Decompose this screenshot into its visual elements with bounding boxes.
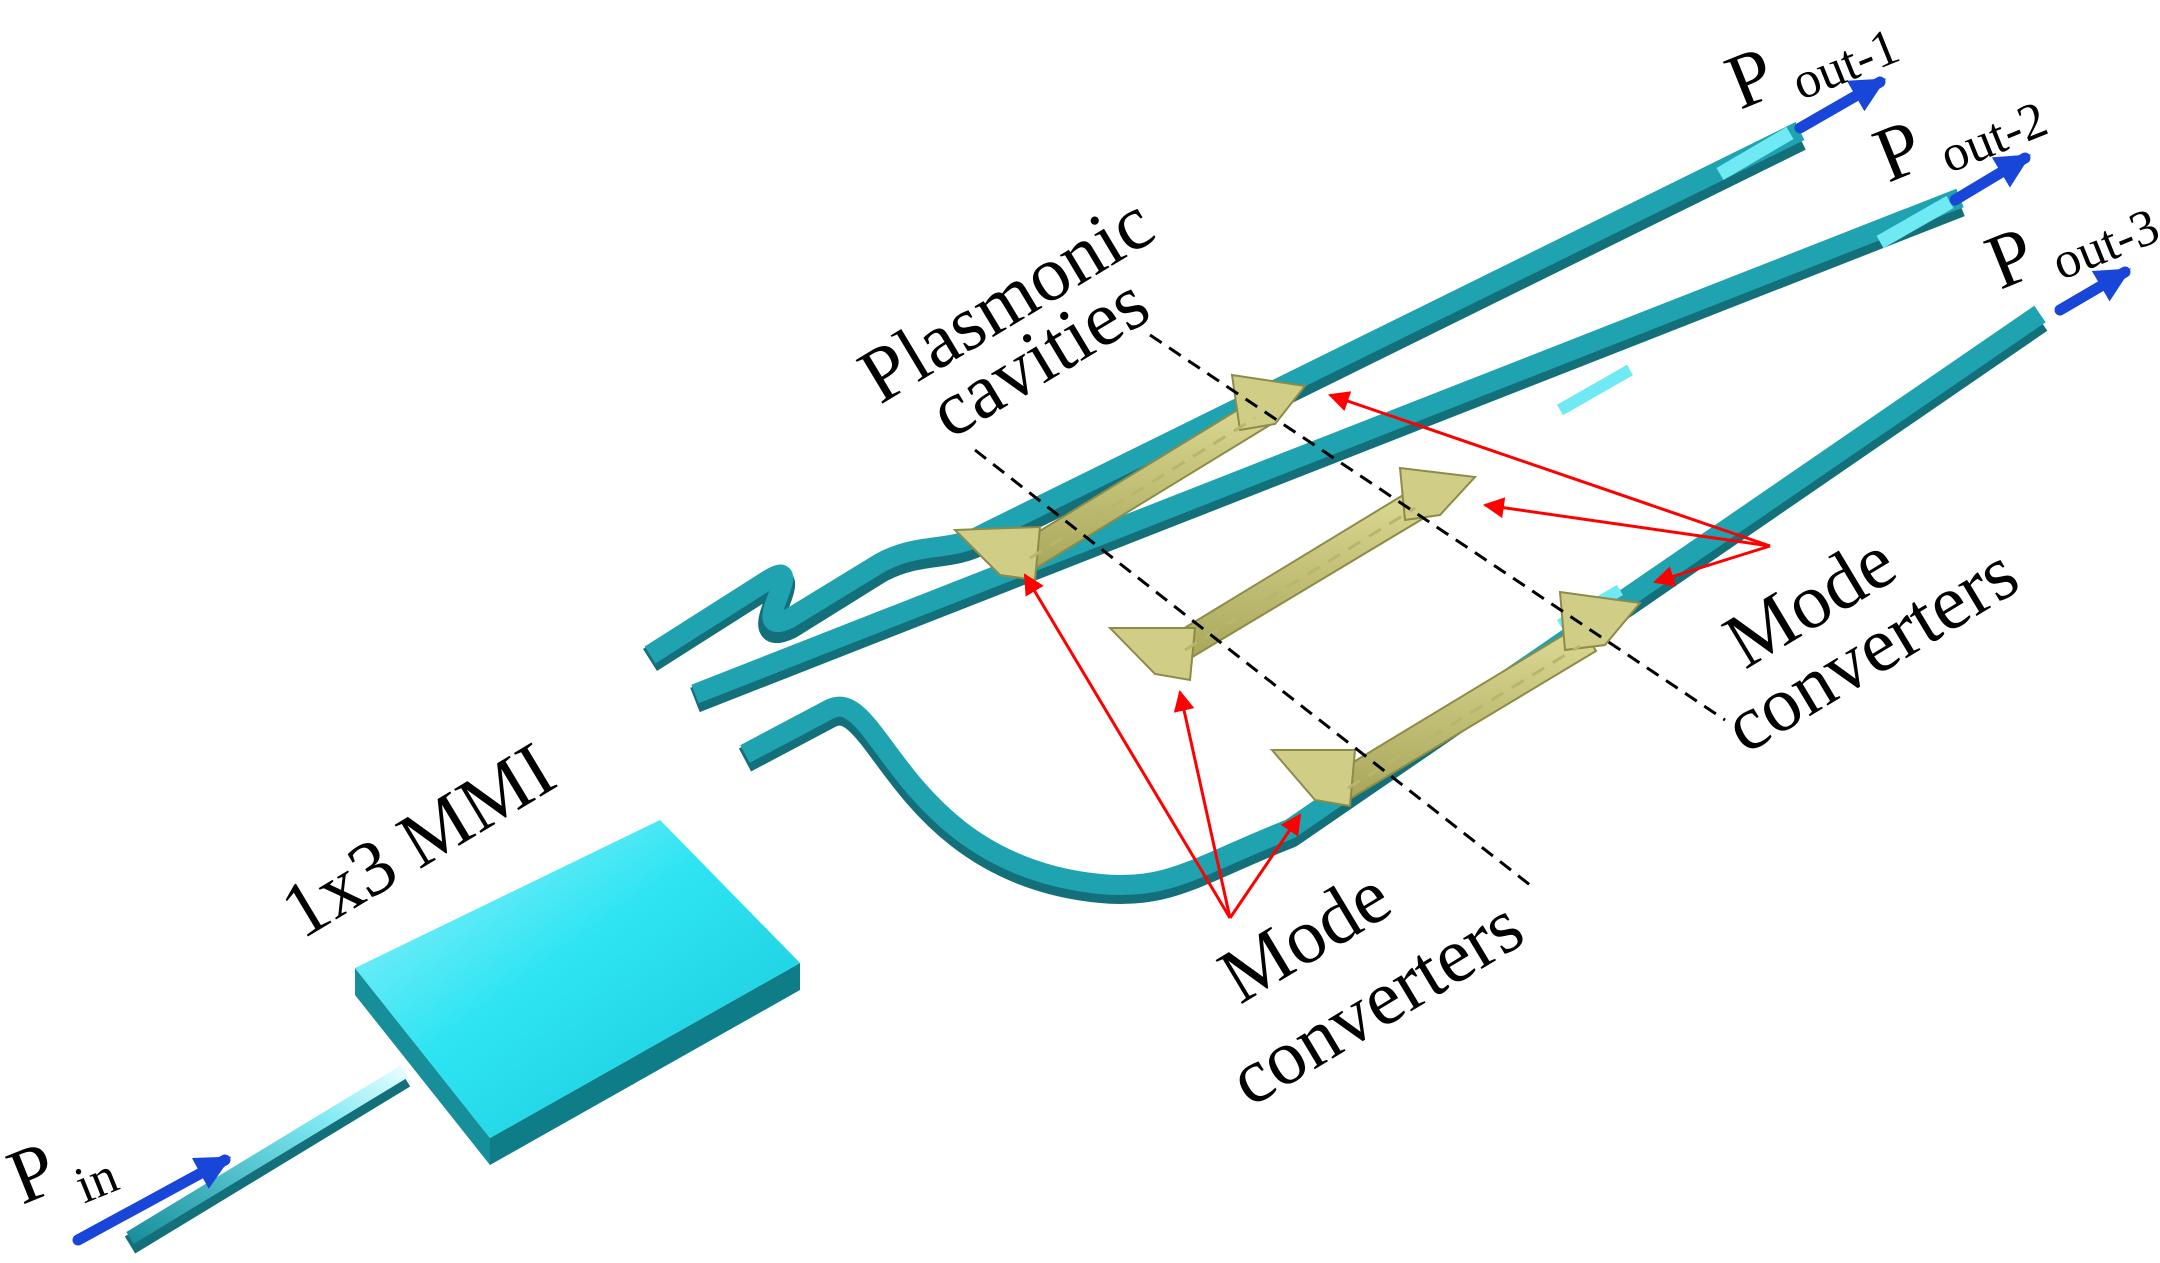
plasmonic-cavity-2 — [1107, 466, 1478, 682]
p-out-1-symbol: P — [1714, 29, 1787, 126]
p-out-2-symbol: P — [1862, 102, 1935, 199]
plasmonic-cavity-3 — [1269, 590, 1642, 808]
blue-io-arrows — [72, 76, 2132, 1246]
red-arrows-bottom — [1023, 573, 1302, 919]
p-in-subscript: in — [67, 1147, 126, 1215]
plasmonic-cavity-1 — [952, 373, 1307, 582]
waveguide-1 — [643, 122, 1806, 671]
mmi-block — [355, 820, 800, 1165]
red-arrows-right — [1328, 391, 1771, 587]
p-out-3-subscript: out-3 — [2044, 198, 2160, 292]
p-out-3-symbol: P — [1974, 209, 2047, 306]
p-out-2-label: P out-2 — [1862, 91, 2055, 199]
input-waveguide — [124, 1065, 411, 1254]
dashed-guide-lines — [974, 333, 1726, 887]
p-in-label: P in — [0, 1124, 126, 1221]
p-in-symbol: P — [0, 1124, 69, 1221]
p-out-3-label: P out-3 — [1974, 198, 2160, 306]
waveguide-2 — [690, 188, 1965, 713]
